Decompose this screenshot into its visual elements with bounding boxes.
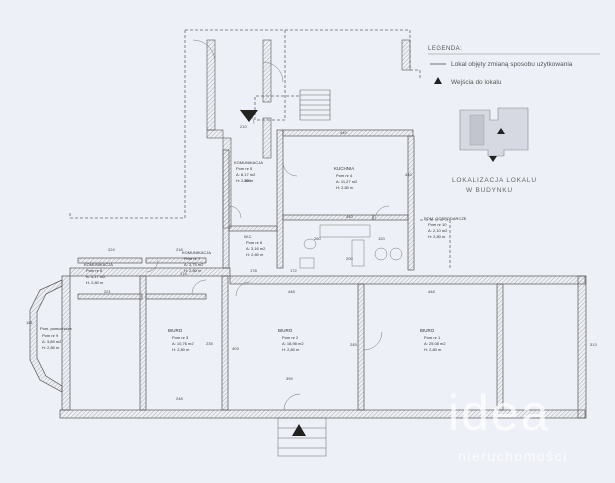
- doors-interior: [145, 161, 390, 351]
- dimension-labels: 440 210 224 218 221 174 448 448 260 399 …: [26, 124, 597, 401]
- dim-label: 174: [180, 271, 187, 276]
- entrance-icon: [434, 77, 442, 84]
- svg-text:KOMUNIKACJA: KOMUNIKACJA: [182, 250, 211, 255]
- watermark: idea nieruchomości: [420, 382, 610, 477]
- legend: LEGENDA: Lokal objęty zmianą sposobu uży…: [428, 46, 600, 86]
- dim-label: 440: [405, 172, 412, 177]
- entrance-icon: [489, 156, 497, 162]
- stairs: [299, 89, 331, 121]
- fixtures: [299, 224, 403, 269]
- dim-label: 399: [286, 376, 293, 381]
- dim-label: 440: [340, 130, 347, 135]
- dim-label: 245: [350, 342, 357, 347]
- svg-text:A: 4,17 m2: A: 4,17 m2: [86, 274, 106, 279]
- svg-text:H: 2,80 m: H: 2,80 m: [428, 234, 446, 239]
- svg-text:A: 2,10 m2: A: 2,10 m2: [428, 228, 448, 233]
- svg-text:Pom nr 10: Pom nr 10: [428, 222, 447, 227]
- dim-label: 248: [176, 396, 183, 401]
- svg-text:Pom nr 7: Pom nr 7: [184, 256, 201, 261]
- room-2-label: BIURO Pom nr 2 A: 18,98 m2 H: 2,80 m: [278, 328, 304, 352]
- dim-label: 178: [250, 268, 257, 273]
- entrance-steps: [277, 393, 327, 457]
- svg-text:H: 2,80 m: H: 2,80 m: [424, 347, 442, 352]
- legend-item-changed: Lokal objęty zmianą sposobu użytkowania: [451, 61, 573, 68]
- dim-label: 196: [244, 178, 251, 183]
- room-6-label: W.C Pom nr 6 A: 3,16 m2 H: 2,80 m: [244, 234, 266, 257]
- room-8-label: KOMUNIKACJA Pom nr 8 A: 4,17 m2 H: 2,80 …: [84, 262, 113, 285]
- building-outline: [69, 29, 451, 268]
- location-minimap: LOKALIZACJA LOKALU W BUDYNKU: [452, 107, 537, 194]
- svg-text:Pom. pomocnicze: Pom. pomocnicze: [40, 326, 73, 331]
- dim-label: 260: [314, 236, 321, 241]
- location-line1: LOKALIZACJA LOKALU: [452, 177, 537, 184]
- dim-label: 224: [108, 247, 115, 252]
- svg-text:Pom nr 6: Pom nr 6: [246, 240, 263, 245]
- dim-label: 172: [290, 268, 297, 273]
- svg-text:Pom nr 8: Pom nr 8: [86, 268, 103, 273]
- svg-text:Pom nr 2: Pom nr 2: [282, 335, 299, 340]
- dim-label: 440: [346, 214, 353, 219]
- svg-text:BIURO: BIURO: [278, 328, 293, 333]
- walls: [29, 129, 587, 419]
- legend-item-entrance: Wejścia do lokalu: [451, 79, 502, 86]
- room-labels: BIURO Pom nr 1 A: 25,08 m2 H: 2,80 m BIU…: [40, 160, 467, 352]
- svg-text:BIURO: BIURO: [420, 328, 435, 333]
- svg-text:A: 11,27 m2: A: 11,27 m2: [336, 179, 358, 184]
- svg-text:KOMUNIKACJA: KOMUNIKACJA: [84, 262, 113, 267]
- room-5-label: KOMUNIKACJA Pom nr 5 A: 8,17 m2 H: 2,80 …: [234, 160, 263, 183]
- dim-label: 210: [240, 124, 247, 129]
- svg-text:A: 3,75 m2: A: 3,75 m2: [184, 262, 204, 267]
- dim-label: 235: [206, 341, 213, 346]
- dim-label: 448: [428, 289, 435, 294]
- dim-label: 448: [288, 289, 295, 294]
- svg-text:KUCHNIA: KUCHNIA: [334, 166, 354, 171]
- svg-text:H: 2,80 m: H: 2,80 m: [86, 280, 104, 285]
- dim-label: 221: [104, 289, 111, 294]
- svg-text:Pom nr 9: Pom nr 9: [42, 333, 59, 338]
- svg-text:A: 10,76 m2: A: 10,76 m2: [172, 341, 194, 346]
- svg-text:Pom nr 1: Pom nr 1: [424, 335, 441, 340]
- svg-text:H: 2,80 m: H: 2,80 m: [236, 178, 254, 183]
- legend-title: LEGENDA:: [428, 46, 462, 52]
- svg-text:A: 18,98 m2: A: 18,98 m2: [282, 341, 304, 346]
- room-7-label: KOMUNIKACJA Pom nr 7 A: 3,75 m2 H: 2,80 …: [182, 250, 211, 273]
- entrance-icon: [497, 128, 505, 134]
- dim-label: 115: [26, 320, 33, 325]
- svg-text:H: 2,80 m: H: 2,80 m: [336, 185, 354, 190]
- entrance-icon: [240, 110, 306, 436]
- svg-text:KOMUNIKACJA: KOMUNIKACJA: [234, 160, 263, 165]
- svg-text:A: 3,16 m2: A: 3,16 m2: [246, 246, 266, 251]
- dim-label: 403: [232, 346, 239, 351]
- svg-text:A: 3,89 m2: A: 3,89 m2: [42, 339, 62, 344]
- svg-text:Pom nr 3: Pom nr 3: [172, 335, 189, 340]
- dim-label: 200: [346, 256, 353, 261]
- svg-text:H: 2,80 m: H: 2,80 m: [172, 347, 190, 352]
- room-3-label: BIURO Pom nr 3 A: 10,76 m2 H: 2,80 m: [168, 328, 194, 352]
- svg-text:H: 2,80 m: H: 2,80 m: [246, 252, 264, 257]
- dim-label: 313: [590, 342, 597, 347]
- svg-text:W.C: W.C: [244, 234, 252, 239]
- svg-text:Pom nr 4: Pom nr 4: [336, 173, 353, 178]
- svg-text:BIURO: BIURO: [168, 328, 183, 333]
- dim-label: 120: [378, 236, 385, 241]
- room-4-label: KUCHNIA Pom nr 4 A: 11,27 m2 H: 2,80 m: [334, 166, 358, 190]
- location-line2: W BUDYNKU: [466, 187, 513, 194]
- room-10-label: POM. GOSPODARCZE Pom nr 10 A: 2,10 m2 H:…: [424, 216, 467, 239]
- watermark-brand: idea: [448, 385, 551, 441]
- svg-text:Pom nr 5: Pom nr 5: [236, 166, 253, 171]
- svg-text:A: 8,17 m2: A: 8,17 m2: [236, 172, 256, 177]
- room-9-label: Pom. pomocnicze Pom nr 9 A: 3,89 m2 H: 2…: [40, 326, 73, 350]
- svg-text:H: 2,80 m: H: 2,80 m: [282, 347, 300, 352]
- svg-text:H: 2,80 m: H: 2,80 m: [184, 268, 202, 273]
- svg-text:H: 2,80 m: H: 2,80 m: [42, 345, 60, 350]
- dim-label: 218: [176, 247, 183, 252]
- room-1-label: BIURO Pom nr 1 A: 25,08 m2 H: 2,80 m: [420, 328, 446, 352]
- svg-text:POM. GOSPODARCZE: POM. GOSPODARCZE: [424, 216, 467, 221]
- svg-text:A: 25,08 m2: A: 25,08 m2: [424, 341, 446, 346]
- watermark-sub: nieruchomości: [458, 448, 568, 464]
